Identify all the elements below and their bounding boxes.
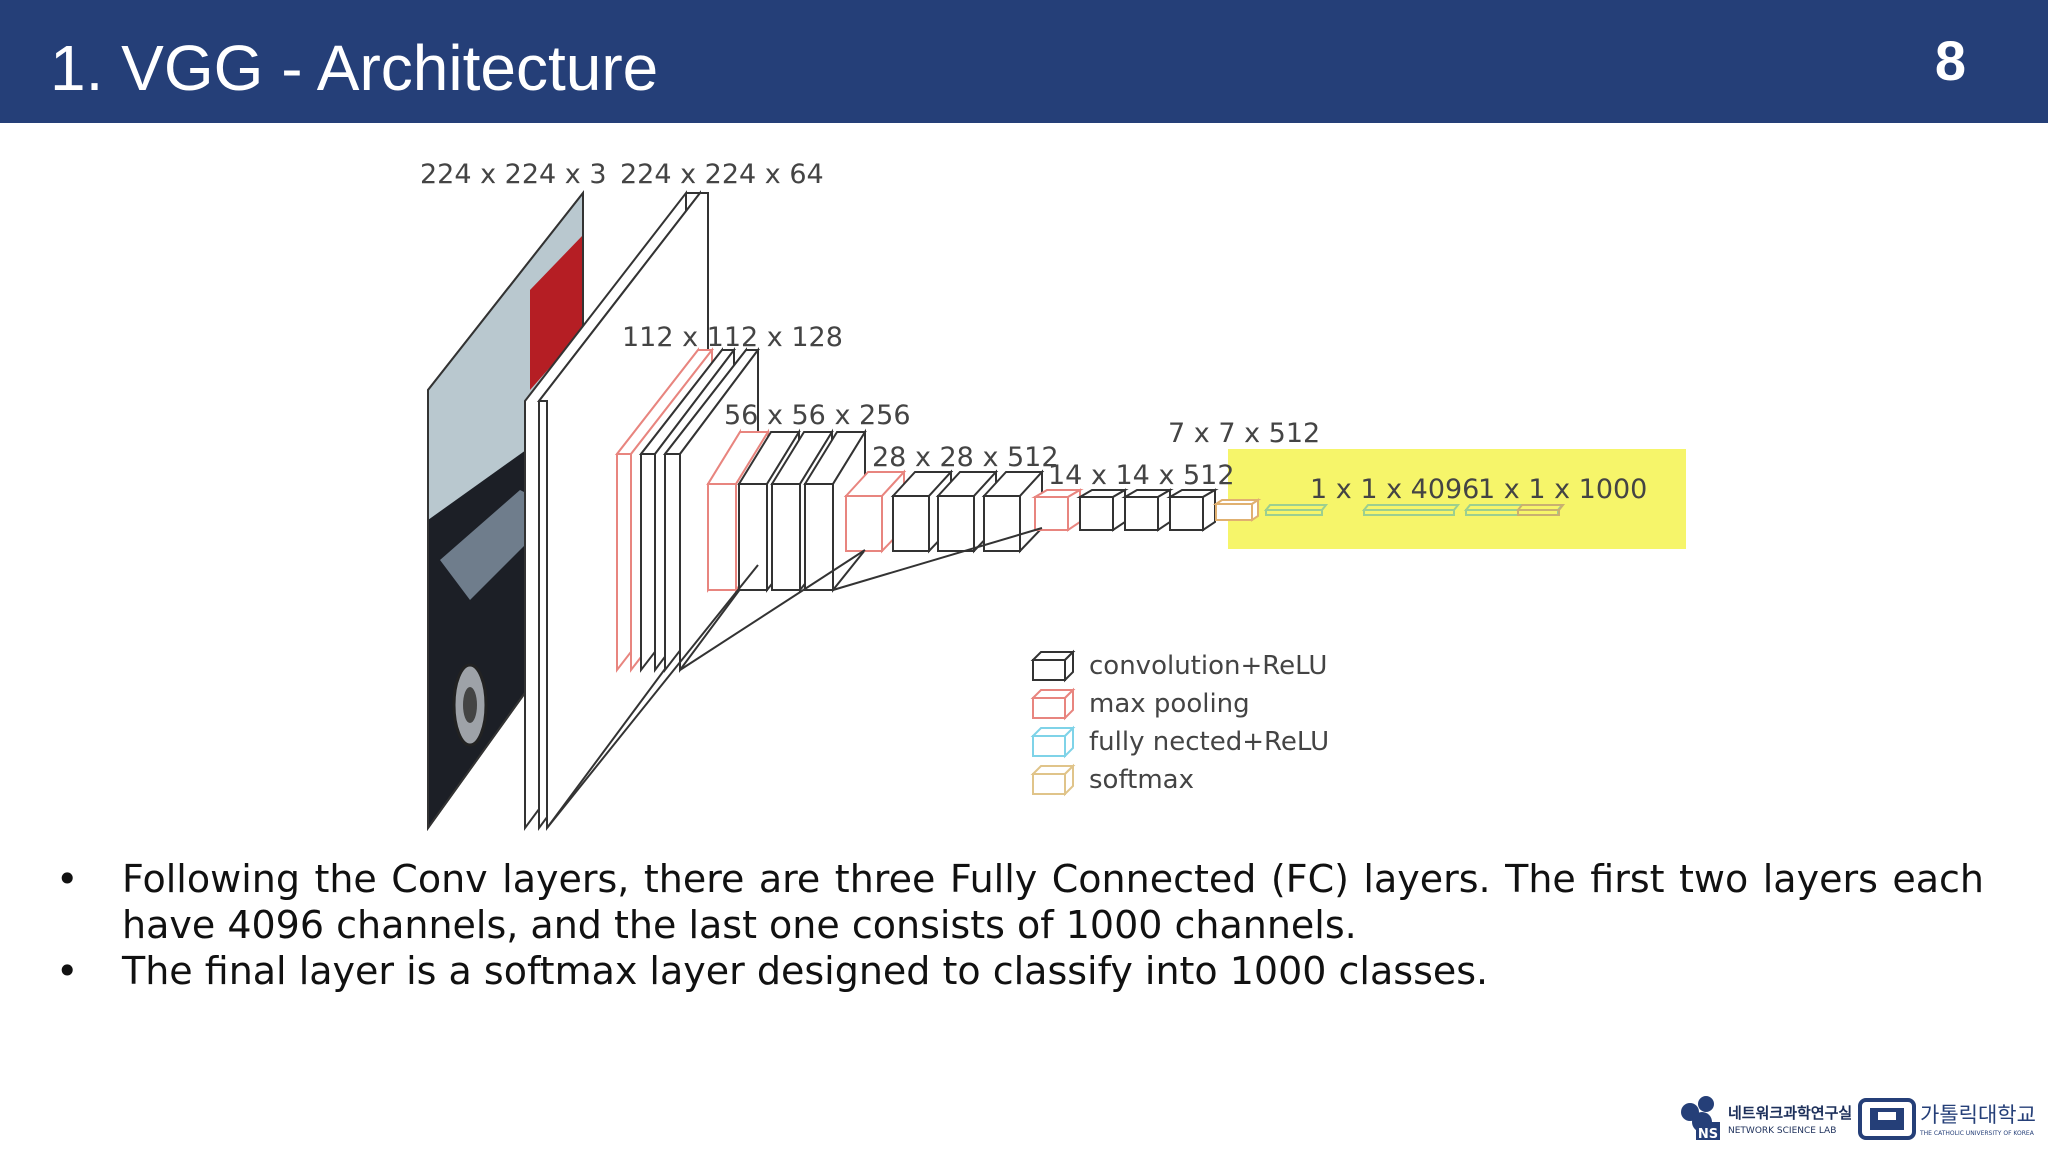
slide-title: 1. VGG - Architecture [50,32,659,104]
bullet-text: The final layer is a softmax layer desig… [122,949,1489,993]
lab-name-korean: 네트워크과학연구실 [1728,1104,1852,1122]
slide-number: 8 [1934,29,1966,92]
conv-block-14 [1031,488,1219,532]
legend-label-softmax: softmax [1089,765,1194,795]
label-conv5: 14 x 14 x 512 [1048,460,1235,491]
legend-icon-pool [1030,687,1076,721]
label-conv2: 112 x 112 x 128 [622,322,843,353]
label-pool5: 7 x 7 x 512 [1168,418,1320,449]
university-name-english: THE CATHOLIC UNIVERSITY OF KOREA [1919,1130,2035,1137]
label-softmax: 1 x 1 x 1000 [1478,474,1647,505]
bullet-item: • The final layer is a softmax layer des… [56,948,1984,994]
legend-label-pool: max pooling [1089,689,1250,719]
label-input: 224 x 224 x 3 [420,159,607,190]
bullet-item: • Following the Conv layers, there are t… [56,856,1984,948]
legend-label-conv: convolution+ReLU [1089,651,1327,681]
bullet-list: • Following the Conv layers, there are t… [56,856,1984,994]
fc-highlight [1228,449,1686,549]
bullet-dot: • [56,857,79,901]
label-conv1: 224 x 224 x 64 [620,159,824,190]
bullet-text: Following the Conv layers, there are thr… [122,857,1984,947]
university-name-korean: 가톨릭대학교 [1920,1103,2036,1127]
title-bar [0,0,2048,123]
catholic-university-logo: 가톨릭대학교 THE CATHOLIC UNIVERSITY OF KOREA [1858,1098,2036,1140]
legend-icon-fc [1030,725,1076,759]
legend-icon-conv [1030,649,1076,683]
legend-label-fc: fully nected+ReLU [1089,727,1329,757]
pool-block-7 [1212,498,1262,522]
lab-name-english: NETWORK SCIENCE LAB [1728,1126,1836,1136]
bullet-dot: • [56,949,79,993]
softmax-layer [1515,504,1566,516]
label-conv4: 28 x 28 x 512 [872,442,1059,473]
conv-block-28 [843,469,1045,554]
label-conv3: 56 x 56 x 256 [724,400,911,431]
label-fc: 1 x 1 x 4096 [1310,474,1479,505]
legend-icon-softmax [1030,763,1076,797]
conv-block-56 [706,428,867,593]
legend: convolution+ReLU max pooling fully necte… [1030,649,1329,797]
perspective-lines [546,192,1043,829]
network-science-lab-logo: NS 네트워크과학연구실 NETWORK SCIENCE LAB [1681,1096,1852,1142]
lab-mark: NS [1698,1127,1718,1142]
footer-logos: NS 네트워크과학연구실 NETWORK SCIENCE LAB 가톨릭대학교 … [1681,1096,2036,1142]
